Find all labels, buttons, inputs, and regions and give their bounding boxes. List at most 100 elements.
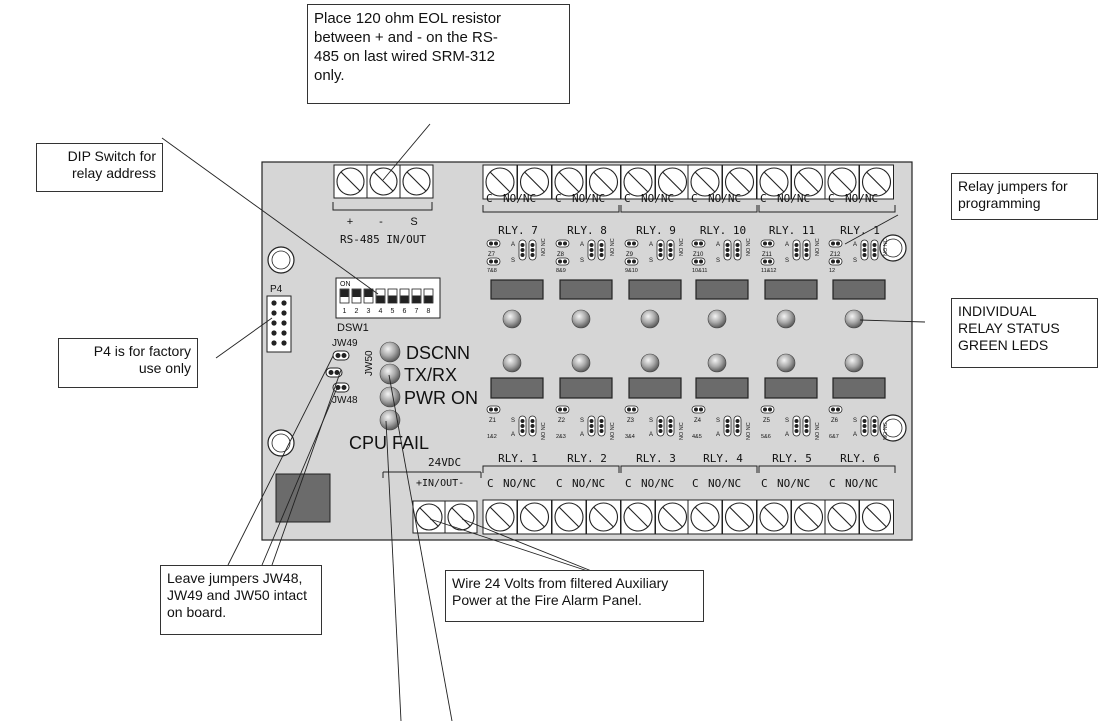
top-jumper-a-label: A — [853, 242, 857, 248]
top-zone-jumper[interactable] — [486, 239, 501, 248]
bottom-screw-terminal-1[interactable] — [482, 499, 518, 535]
top-screw-terminal-12[interactable] — [859, 164, 894, 200]
bottom-zone-jumper[interactable] — [486, 405, 501, 414]
top-pair-jumper[interactable] — [760, 257, 775, 266]
bottom-screw-terminal-2[interactable] — [517, 499, 552, 535]
bottom-zone-jumper[interactable] — [760, 405, 775, 414]
bottom-screw-terminal-9[interactable] — [756, 499, 792, 535]
top-terminal-nonc-label: NO/NC — [572, 192, 605, 205]
top-pair-jumper[interactable] — [555, 257, 570, 266]
top-mode-jumper-2[interactable] — [733, 239, 742, 261]
top-mode-jumper-1[interactable] — [518, 239, 527, 261]
bottom-zone-jumper[interactable] — [828, 405, 843, 414]
bottom-mode-jumper-1[interactable] — [587, 415, 596, 437]
top-mode-jumper-2[interactable] — [802, 239, 811, 261]
top-zone-label: Z9 — [626, 252, 634, 258]
bottom-screw-terminal-5[interactable] — [620, 499, 656, 535]
top-screw-terminal-5[interactable] — [620, 164, 656, 200]
bottom-mode-jumper-2[interactable] — [597, 415, 606, 437]
top-mode-jumper-2[interactable] — [597, 239, 606, 261]
top-screw-terminal-10[interactable] — [791, 164, 826, 200]
bottom-terminal-bracket — [620, 465, 758, 473]
bottom-mode-jumper-2[interactable] — [802, 415, 811, 437]
jumper-jw50[interactable] — [325, 367, 343, 378]
bottom-screw-terminal-3[interactable] — [551, 499, 587, 535]
rs485-screw-terminal-2[interactable] — [366, 164, 401, 199]
top-screw-terminal-2[interactable] — [517, 164, 552, 200]
bottom-mode-jumper-2[interactable] — [870, 415, 879, 437]
rs485-screw-terminal-3[interactable] — [399, 164, 434, 199]
top-relay-block — [695, 279, 749, 300]
top-terminal-nonc-label: NO/NC — [641, 192, 674, 205]
bottom-screw-terminal-12[interactable] — [859, 499, 894, 535]
top-screw-terminal-7[interactable] — [687, 164, 723, 200]
dip-number-label: 5 — [391, 308, 395, 315]
bottom-mode-jumper-1[interactable] — [723, 415, 732, 437]
top-relay-label: RLY. 10 — [700, 224, 746, 237]
bottom-mode-jumper-2[interactable] — [528, 415, 537, 437]
bottom-zone-jumper[interactable] — [624, 405, 639, 414]
top-pair-jumper[interactable] — [691, 257, 706, 266]
bottom-screw-terminal-7[interactable] — [687, 499, 723, 535]
bottom-screw-terminal-11[interactable] — [824, 499, 860, 535]
bottom-terminal-bracket — [482, 465, 620, 473]
top-jumper-a-label: A — [716, 242, 720, 248]
bottom-zone-label: Z5 — [763, 418, 771, 424]
top-pair-jumper[interactable] — [486, 257, 501, 266]
top-mode-jumper-2[interactable] — [528, 239, 537, 261]
top-mode-jumper-2[interactable] — [666, 239, 675, 261]
bottom-pair-label: 1&2 — [487, 434, 497, 440]
top-screw-terminal-11[interactable] — [824, 164, 860, 200]
top-screw-terminal-8[interactable] — [722, 164, 757, 200]
bottom-terminal-nonc-label: NO/NC — [845, 477, 878, 490]
top-mode-jumper-1[interactable] — [792, 239, 801, 261]
top-screw-terminal-9[interactable] — [756, 164, 792, 200]
top-screw-terminal-1[interactable] — [482, 164, 518, 200]
top-zone-jumper[interactable] — [555, 239, 570, 248]
bottom-zone-jumper[interactable] — [555, 405, 570, 414]
bottom-mode-jumper-1[interactable] — [656, 415, 665, 437]
top-zone-jumper[interactable] — [624, 239, 639, 248]
bottom-mode-jumper-2[interactable] — [733, 415, 742, 437]
bottom-screw-terminal-4[interactable] — [586, 499, 621, 535]
bottom-screw-terminal-6[interactable] — [655, 499, 690, 535]
bottom-relay-block — [764, 377, 818, 399]
bottom-mode-jumper-1[interactable] — [860, 415, 869, 437]
24vdc-in-screw[interactable] — [412, 500, 446, 534]
24vdc-terminal-block — [412, 500, 478, 534]
rs485-terminal-block — [333, 164, 434, 199]
bottom-zone-jumper[interactable] — [691, 405, 706, 414]
bottom-relay-status-led — [571, 353, 591, 373]
bottom-mode-jumper-1[interactable] — [518, 415, 527, 437]
top-pair-jumper[interactable] — [828, 257, 843, 266]
top-mode-jumper-1[interactable] — [860, 239, 869, 261]
top-mode-jumper-1[interactable] — [587, 239, 596, 261]
p4-pin — [271, 300, 277, 306]
top-mode-jumper-2[interactable] — [870, 239, 879, 261]
top-zone-jumper[interactable] — [691, 239, 706, 248]
bottom-terminal-c-label: C — [829, 477, 836, 490]
bottom-relay-block — [832, 377, 886, 399]
rs485-screw-terminal-1[interactable] — [333, 164, 368, 199]
top-jumper-s-label: S — [853, 258, 857, 264]
jumper-jw49[interactable] — [332, 350, 350, 361]
bottom-screw-terminal-8[interactable] — [722, 499, 757, 535]
dip-switch-label: DSW1 — [337, 322, 369, 334]
bottom-screw-terminal-10[interactable] — [791, 499, 826, 535]
dip-toggle-knob — [340, 289, 349, 297]
bottom-mode-jumper-2[interactable] — [666, 415, 675, 437]
top-screw-terminal-6[interactable] — [655, 164, 690, 200]
top-screw-terminal-3[interactable] — [551, 164, 587, 200]
bottom-terminal-nonc-label: NO/NC — [572, 477, 605, 490]
24vdc-out-screw[interactable] — [444, 500, 478, 534]
top-mode-jumper-1[interactable] — [656, 239, 665, 261]
bottom-mode-jumper-1[interactable] — [792, 415, 801, 437]
top-zone-jumper[interactable] — [760, 239, 775, 248]
top-zone-jumper[interactable] — [828, 239, 843, 248]
top-screw-terminal-4[interactable] — [586, 164, 621, 200]
top-mode-jumper-1[interactable] — [723, 239, 732, 261]
top-terminal-c-label: C — [760, 192, 767, 205]
top-pair-jumper[interactable] — [624, 257, 639, 266]
